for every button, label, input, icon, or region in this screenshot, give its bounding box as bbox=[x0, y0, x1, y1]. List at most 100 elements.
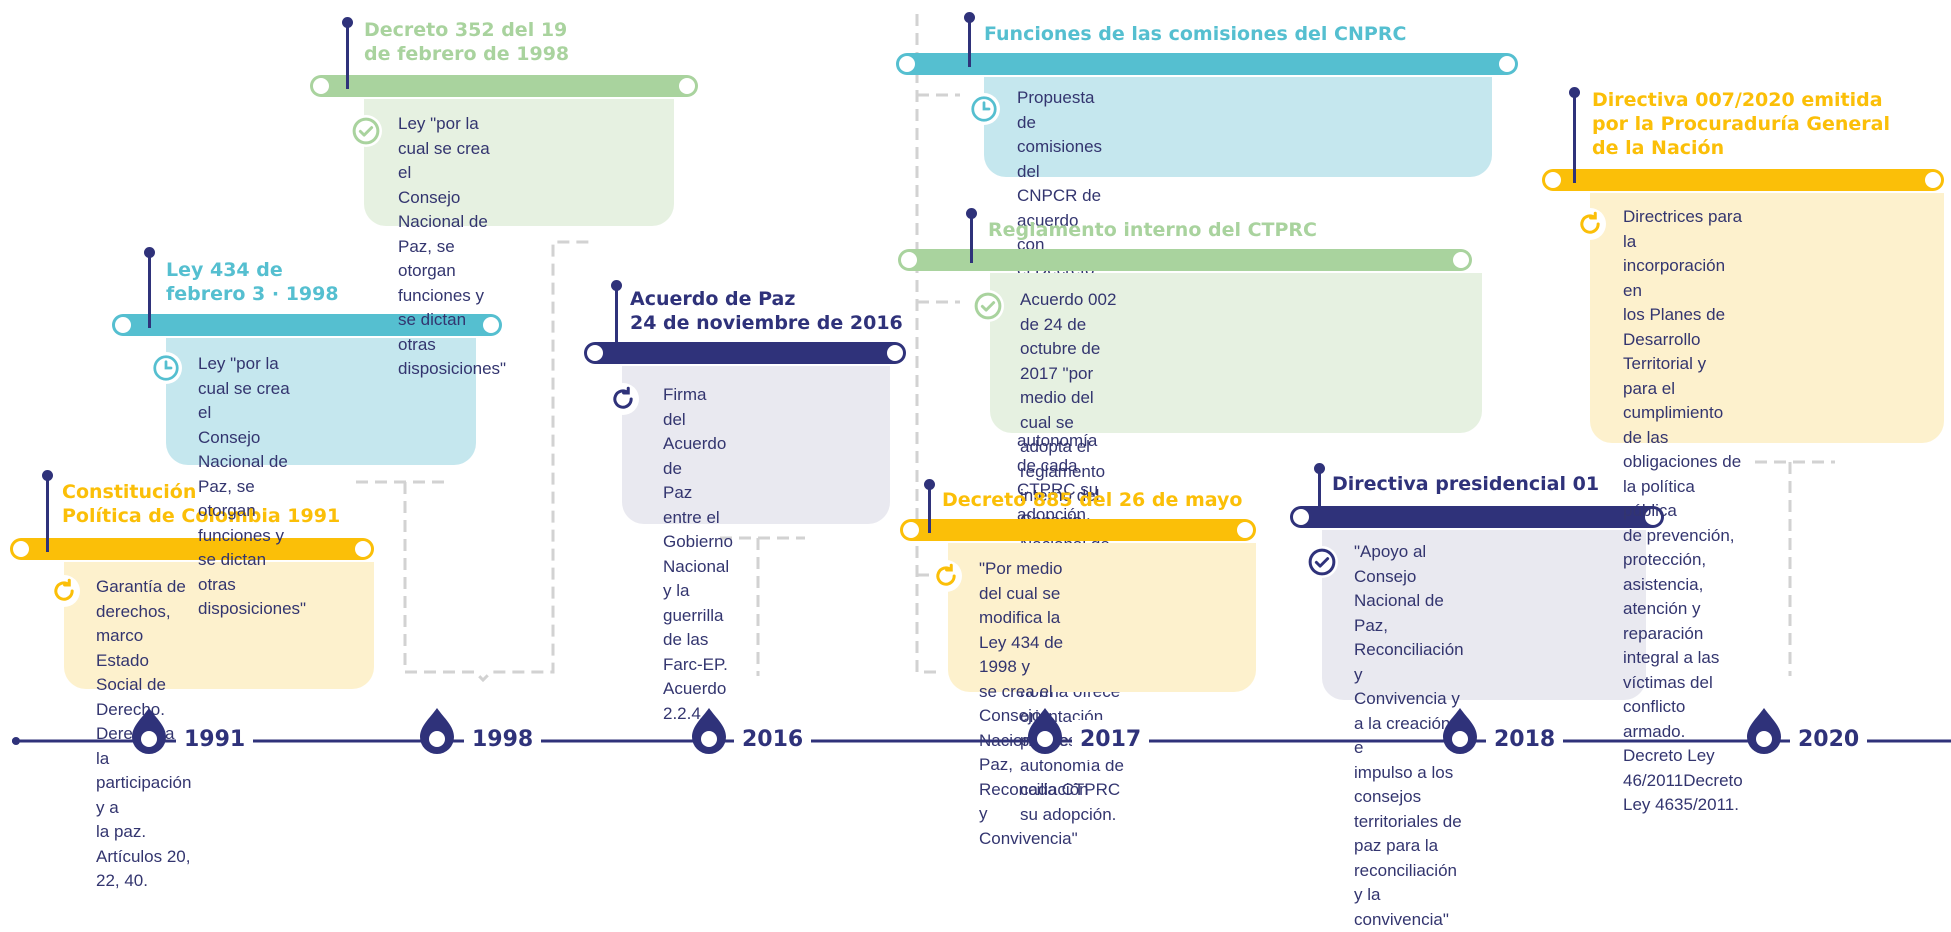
bar-cap-left bbox=[587, 345, 603, 361]
event-bar bbox=[900, 519, 1256, 541]
event-bar bbox=[896, 53, 1518, 75]
check-circle-icon bbox=[1306, 546, 1338, 578]
bar-cap-right bbox=[1453, 252, 1469, 268]
event-description-line: impulso a los consejos bbox=[1354, 761, 1464, 810]
event-description-line: modifica la Ley 434 de 1998 y bbox=[979, 606, 1089, 680]
event-bar bbox=[1542, 169, 1944, 191]
event-pin bbox=[970, 213, 973, 263]
year-label: 2017 bbox=[1072, 720, 1149, 760]
event-title: Funciones de las comisiones del CNPRC bbox=[984, 22, 1406, 46]
event-title: Decreto 885 del 26 de mayo bbox=[942, 488, 1242, 512]
event-description-line: Consejo Nacional de Paz, se bbox=[198, 426, 306, 500]
event-pin bbox=[346, 22, 349, 89]
event-title-line: Funciones de las comisiones del CNPRC bbox=[984, 22, 1406, 46]
event-pin bbox=[615, 285, 618, 356]
event-description-line: Nacional y la guerrilla bbox=[663, 555, 733, 629]
event-title-line: de la Nación bbox=[1592, 136, 1890, 160]
year-marker-icon bbox=[1441, 706, 1479, 754]
refresh-icon bbox=[1574, 208, 1606, 240]
event-bar bbox=[310, 75, 698, 97]
event-description-line: Ley 4635/2011. bbox=[1623, 793, 1743, 818]
bar-cap-left bbox=[1545, 172, 1561, 188]
event-description-line: Acuerdo 002 de 24 de octubre de 2017 "po… bbox=[1020, 288, 1130, 411]
event-description-line: asistencia, atención y reparación bbox=[1623, 573, 1743, 647]
year-marker-icon bbox=[418, 706, 456, 754]
event-title-line: Directiva presidencial 01 bbox=[1332, 472, 1599, 496]
event-description-line: Paz, Reconciliación y bbox=[1354, 614, 1464, 688]
event-pin bbox=[1573, 92, 1576, 183]
event-description-line: la paz. Artículos 20, 22, 40. bbox=[96, 820, 191, 894]
event-description-line: Directrices para la incorporación en bbox=[1623, 205, 1743, 303]
bar-cap-left bbox=[115, 317, 131, 333]
refresh-icon bbox=[930, 560, 962, 592]
bar-cap-right bbox=[1237, 522, 1253, 538]
event-title-line: Decreto 885 del 26 de mayo bbox=[942, 488, 1242, 512]
event-description-line: integral a las víctimas del conflicto bbox=[1623, 646, 1743, 720]
event-pin bbox=[46, 475, 49, 552]
bar-cap-left bbox=[903, 522, 919, 538]
event-pin bbox=[148, 252, 151, 328]
event-title-line: de febrero de 1998 bbox=[364, 42, 569, 66]
event-description-line: "Apoyo al Consejo Nacional de bbox=[1354, 540, 1464, 614]
event-description-line: otorgan funciones y se dictan bbox=[198, 499, 306, 573]
event-description-line: otras disposiciones" bbox=[398, 333, 506, 382]
bar-cap-right bbox=[887, 345, 903, 361]
event-description-line: reconciliación y la convivencia" bbox=[1354, 859, 1464, 932]
event-description-line: de prevención, protección, bbox=[1623, 524, 1743, 573]
event-description-line: territoriales de paz para la bbox=[1354, 810, 1464, 859]
event-bar bbox=[10, 538, 374, 560]
event-title-line: Directiva 007/2020 emitida bbox=[1592, 88, 1890, 112]
year-label: 2020 bbox=[1790, 720, 1867, 760]
event-description-line: Convivencia" bbox=[979, 827, 1089, 852]
event-description-line: armado. Decreto Ley 46/2011Decreto bbox=[1623, 720, 1743, 794]
event-pin bbox=[928, 484, 931, 533]
event-title-line: Reglamento interno del CTPRC bbox=[988, 218, 1317, 242]
event-title-line: por la Procuraduría General bbox=[1592, 112, 1890, 136]
refresh-icon bbox=[607, 383, 639, 415]
bar-cap-left bbox=[901, 252, 917, 268]
event-description-line: otras disposiciones" bbox=[198, 573, 306, 622]
event-description-line: Garantía de derechos, marco bbox=[96, 575, 191, 649]
refresh-icon bbox=[48, 575, 80, 607]
event-description-line: Ley "por la cual se crea el bbox=[198, 352, 306, 426]
check-circle-icon bbox=[972, 290, 1004, 322]
event-description-line: otorgan funciones y se dictan bbox=[398, 259, 506, 333]
event-title-line: Decreto 352 del 19 bbox=[364, 18, 569, 42]
event-description-line: Paz, Reconciliación y bbox=[979, 753, 1089, 827]
event-title: Directiva presidencial 01 bbox=[1332, 472, 1599, 496]
event-description-line: los Planes de Desarrollo Territorial y bbox=[1623, 303, 1743, 377]
event-description-line: Ley "por la cual se crea el bbox=[398, 112, 506, 186]
bar-cap-left bbox=[313, 78, 329, 94]
year-marker-icon bbox=[1745, 706, 1783, 754]
event-bar bbox=[1290, 506, 1664, 528]
event-title-line: Ley 434 de bbox=[166, 258, 339, 282]
bar-cap-left bbox=[13, 541, 29, 557]
event-description-line: "Por medio del cual se bbox=[979, 557, 1089, 606]
event-description-line: Firma del Acuerdo de bbox=[663, 383, 733, 481]
check-circle-icon bbox=[350, 115, 382, 147]
year-marker-icon bbox=[690, 706, 728, 754]
bar-cap-right bbox=[355, 541, 371, 557]
event-description-line: Paz entre el Gobierno bbox=[663, 481, 733, 555]
event-description-line: cual se adopta el reglamento interno del… bbox=[1020, 411, 1130, 534]
clock-icon bbox=[150, 352, 182, 384]
year-label: 1991 bbox=[176, 720, 253, 760]
bar-cap-right bbox=[679, 78, 695, 94]
event-pin bbox=[1318, 468, 1321, 520]
year-label: 2018 bbox=[1486, 720, 1563, 760]
bar-cap-right bbox=[1925, 172, 1941, 188]
event-bar bbox=[584, 342, 906, 364]
year-label: 1998 bbox=[464, 720, 541, 760]
bar-cap-right bbox=[1499, 56, 1515, 72]
event-description-line: obligaciones de la política pública bbox=[1623, 450, 1743, 524]
event-description-line: de las Farc-EP. Acuerdo bbox=[663, 628, 733, 702]
event-description-line: Consejo Nacional de Paz, se bbox=[398, 186, 506, 260]
